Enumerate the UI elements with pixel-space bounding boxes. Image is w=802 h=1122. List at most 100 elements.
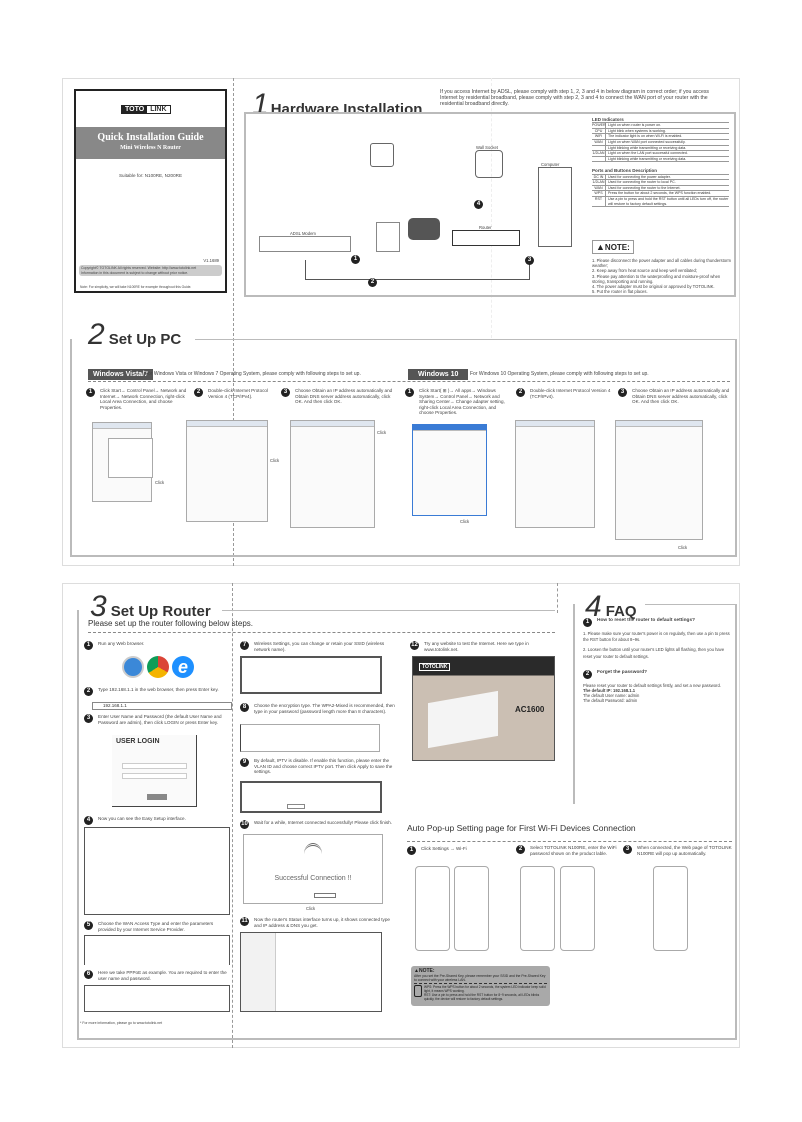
screenshot-iptv — [240, 781, 382, 813]
row-label — [592, 156, 606, 162]
router-intro: Please set up the router following below… — [88, 619, 253, 628]
safari-icon — [122, 656, 144, 678]
bottom-sheet — [62, 583, 740, 1048]
warning-icon: ▲ — [596, 242, 605, 252]
phone-screenshot — [560, 866, 595, 951]
section-number: 3 — [90, 590, 107, 623]
router-device: Router — [452, 225, 520, 246]
panel-bottom — [77, 1038, 737, 1040]
row-desc: Light on when router is power on. — [608, 123, 662, 128]
screenshot-ipv4-settings — [615, 420, 703, 540]
router-buttons-icon — [414, 985, 422, 998]
note-item: 3. Please pay attention to the waterproo… — [592, 273, 721, 284]
note-heading: ▲NOTE: — [592, 240, 634, 254]
wall-socket: Wall Socket — [475, 145, 503, 178]
row-label: WPS — [592, 191, 606, 196]
note-item: 4. The power adapter must be original or… — [592, 284, 715, 290]
cover-version: V1.1689 — [203, 258, 219, 263]
top-sheet — [62, 78, 740, 566]
step-badge: 1 — [351, 255, 360, 264]
login-button[interactable] — [147, 794, 167, 800]
popup-note: ▲NOTE: After you set the Pre-Shared Key,… — [411, 966, 550, 1006]
row-desc: Light blink when systems is working. — [608, 128, 666, 133]
click-label: Click — [678, 545, 688, 550]
fold-line — [232, 583, 233, 1048]
setup-pc-panel — [70, 339, 737, 557]
screenshot-success: Successful Connection !! — [243, 834, 383, 904]
phone-screenshot — [653, 866, 688, 951]
cover-title: Quick Installation Guide — [97, 132, 204, 143]
computer: Computer — [538, 162, 572, 247]
finish-button[interactable] — [314, 893, 336, 898]
router-image — [428, 690, 498, 749]
click-label: Click — [460, 519, 470, 524]
table-row: Light blinking while transmitting or rec… — [592, 156, 729, 163]
cover-subtitle: Mini Wireless N Router — [120, 145, 181, 151]
screenshot-status — [240, 932, 382, 1012]
row-label: WAN — [592, 139, 606, 145]
fold-line — [491, 78, 492, 338]
cover-suitable: Suitable for: N100RE, N200RE — [118, 173, 183, 178]
table-row: Light blinking while transmitting or rec… — [592, 145, 729, 152]
row-desc: Used for connecting the router to local … — [608, 180, 676, 185]
row-desc: Press the button for about 2 seconds, th… — [608, 191, 712, 196]
faq-question: Forget the password? — [597, 669, 648, 675]
section-number: 2 — [88, 318, 105, 351]
url-bar[interactable]: 192.168.1.1 — [92, 702, 232, 710]
telephone-icon — [408, 218, 440, 240]
browser-icons: e — [122, 656, 194, 678]
note-item: 1. Please disconnect the power adapter a… — [592, 258, 731, 269]
screenshot-pppoe — [84, 985, 230, 1012]
hardware-note: ▲NOTE: 1. Please disconnect the power ad… — [592, 237, 732, 294]
cable — [305, 260, 530, 280]
section-heading: 4 FAQ — [585, 590, 637, 624]
brand-logo: TOTO LINK — [121, 105, 171, 114]
cover-note: Note: For simplicity, we will take N100R… — [80, 285, 192, 289]
screenshot-encryption — [240, 724, 380, 752]
phone-screenshot — [454, 866, 489, 951]
row-label: 1/2LAN — [592, 151, 606, 156]
apply-button[interactable] — [287, 804, 305, 809]
popup-title: Auto Pop-up Setting page for First Wi-Fi… — [407, 823, 636, 833]
os-label-vista: Windows Vista/7 — [88, 369, 154, 380]
section-heading: 2 Set Up PC — [88, 318, 181, 352]
section-title: FAQ — [605, 603, 637, 620]
ie-icon: e — [172, 656, 194, 678]
screenshot-properties — [186, 420, 268, 522]
click-label: Click — [155, 480, 165, 485]
screenshot-start-menu — [412, 424, 487, 516]
section-title: Set Up PC — [108, 331, 182, 348]
row-desc: Light blinking while transmitting or rec… — [608, 145, 687, 150]
os-desc-win10: For Windows 10 Operating System, please … — [470, 371, 649, 377]
heading-rule — [645, 604, 737, 605]
cover-page: TOTO LINK Quick Installation Guide Mini … — [74, 89, 227, 293]
click-label: Click — [270, 458, 280, 463]
row-label — [592, 145, 606, 151]
warning-icon: ▲ — [414, 968, 419, 974]
step-badge: 3 — [525, 256, 534, 265]
